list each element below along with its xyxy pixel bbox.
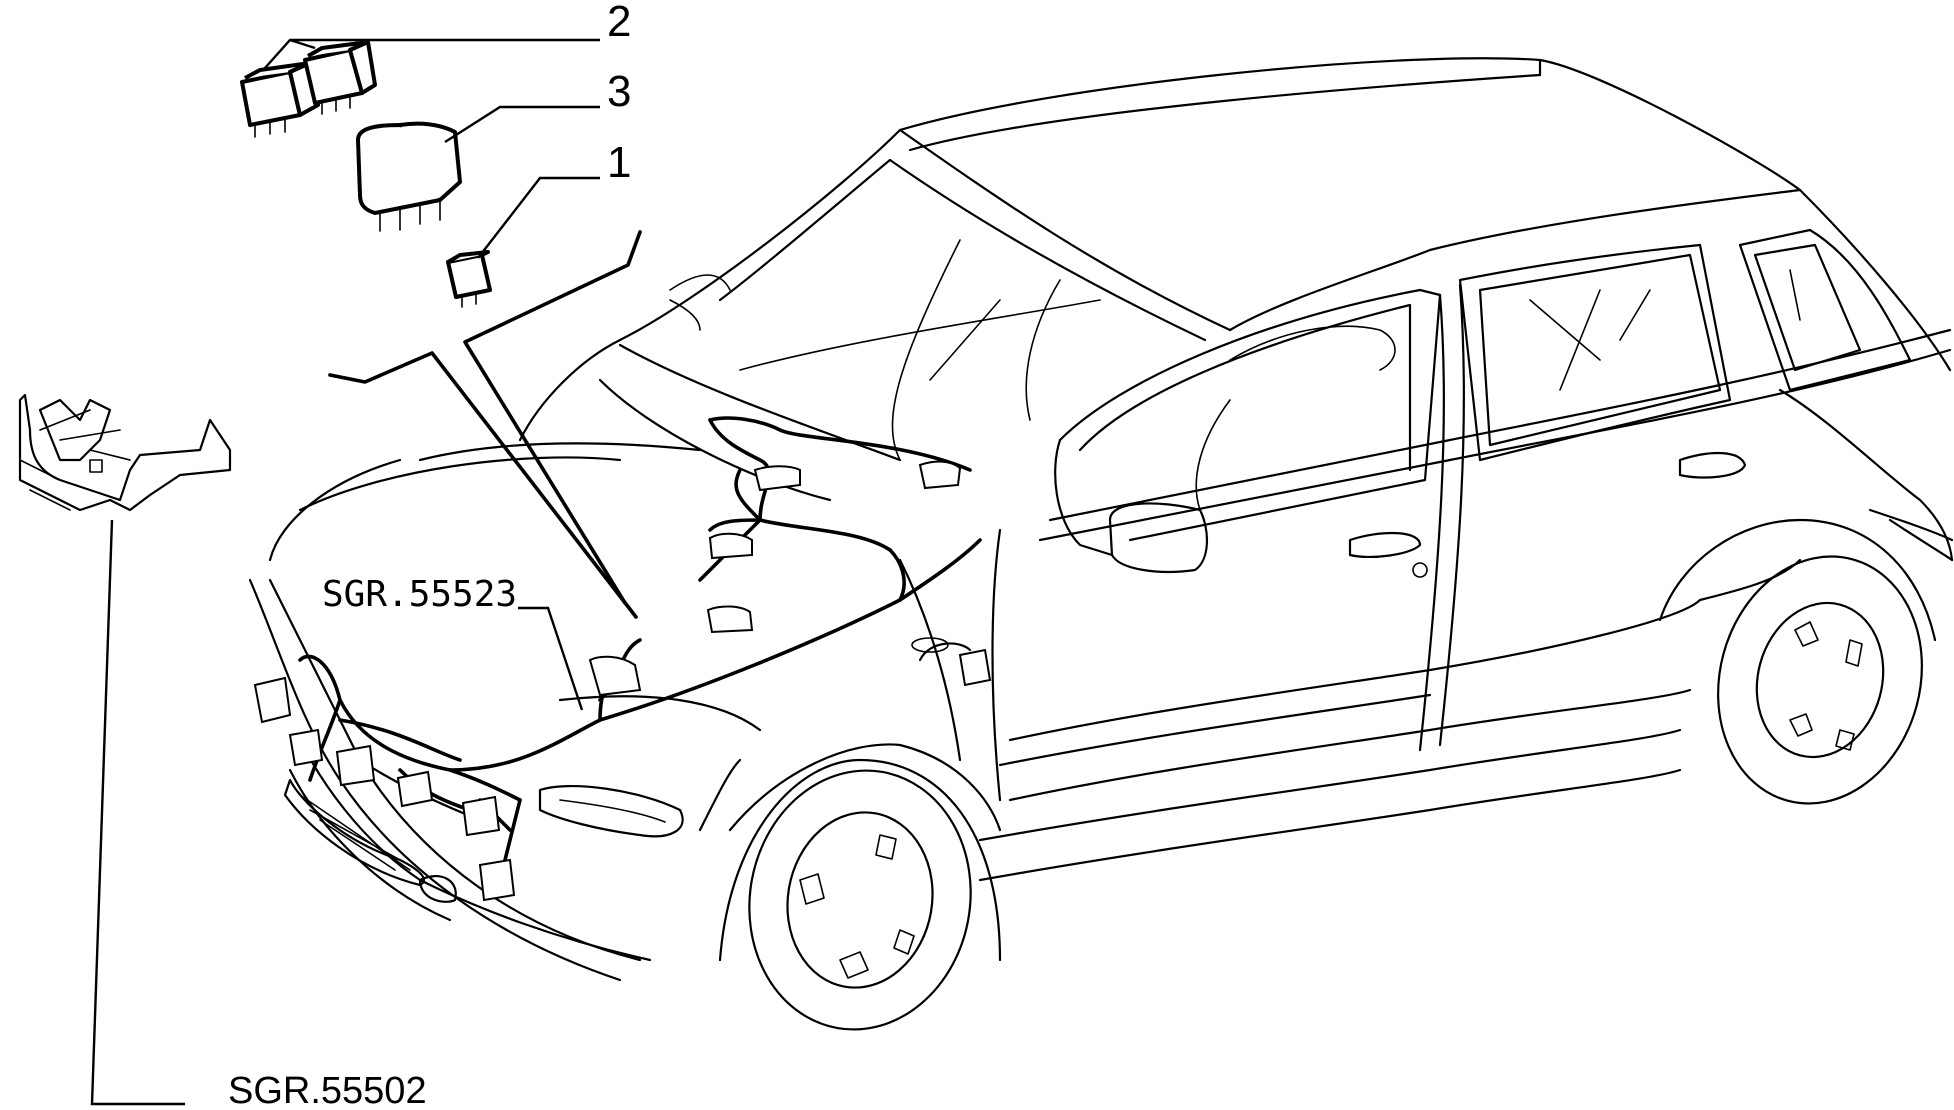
bracket-part [18, 393, 232, 512]
callout-3: 3 [607, 67, 631, 116]
harness-connectors [253, 460, 992, 902]
relay-part-1 [446, 250, 492, 308]
car-outline [248, 57, 1954, 1031]
ref-bracket: SGR.55502 [228, 1070, 427, 1110]
ref-harness: SGR.55523 [322, 574, 517, 615]
leader-lines [90, 38, 642, 1106]
callout-1: 1 [607, 138, 631, 187]
relay-part-3 [356, 121, 462, 232]
relay-part-2 [240, 40, 377, 138]
callout-2: 2 [607, 0, 631, 46]
